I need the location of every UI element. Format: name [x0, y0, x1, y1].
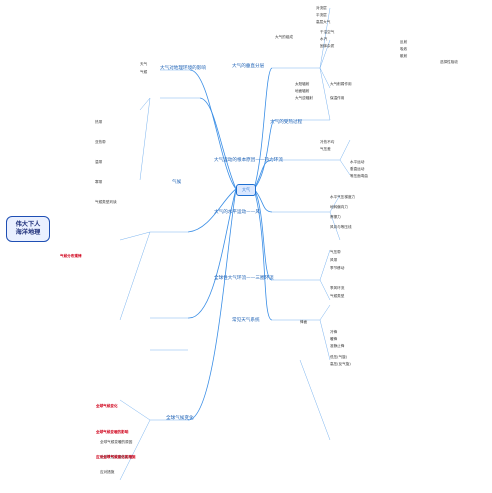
item-climate-types: 气候类型 — [330, 294, 345, 298]
item-pressure-diff: 气压差 — [320, 147, 331, 151]
callout-line-1: 伟大下人 — [15, 221, 41, 228]
item-water-vapor: 水汽 — [320, 37, 328, 41]
item-composition: 大气的组成 — [275, 35, 293, 39]
item-reflection: 反射 — [400, 40, 408, 44]
branch-vertical-layers[interactable]: 大气的垂直分层 — [232, 64, 265, 69]
item-solid-impurities: 固体杂质 — [320, 44, 335, 48]
item-front: 锋面 — [300, 320, 308, 324]
item-selective-absorption: 选择性吸收 — [440, 60, 458, 64]
item-stationary-front: 准静止锋 — [330, 344, 345, 348]
item-insulation: 保温作用 — [330, 96, 345, 100]
red-note-1: 气候分布规律 — [60, 254, 82, 258]
item-measures: 应对措施 — [100, 470, 115, 474]
red-note-3: 全球气候变暖的影响 — [96, 430, 129, 434]
item-warm-front: 暖锋 — [330, 337, 338, 341]
item-climate: 气候 — [140, 70, 148, 74]
item-cyclone: 低压(气旋) — [330, 355, 348, 359]
item-wind-belts: 风带 — [330, 258, 338, 262]
item-ground-radiation: 地面辐射 — [295, 89, 310, 93]
item-isobaric-surface: 等压面弯曲 — [350, 174, 368, 178]
branch-climate-change[interactable]: 全球气候变化 — [166, 416, 194, 421]
branch-global-circulation[interactable]: 全球性大气环流——三圈环流 — [214, 276, 274, 281]
branch-environment-impact[interactable]: 大气对地理环境的影响 — [160, 66, 206, 71]
item-wind-direction: 风向与等压线 — [330, 225, 352, 229]
item-warming-causes: 全球气候变暖的原因 — [100, 440, 133, 444]
callout-box: 伟大下人 海洋地理 — [6, 216, 50, 242]
item-pressure-gradient: 水平气压梯度力 — [330, 195, 356, 199]
item-counter-radiation: 大气逆辐射 — [295, 96, 313, 100]
item-anticyclone: 高压(反气旋) — [330, 362, 351, 366]
item-vertical-motion: 垂直运动 — [350, 167, 365, 171]
item-horizontal-motion: 水平运动 — [350, 160, 365, 164]
item-seasonal-shift: 季节移动 — [330, 266, 345, 270]
branch-weather-systems[interactable]: 常见天气系统 — [232, 318, 260, 323]
item-friction: 摩擦力 — [330, 215, 341, 219]
branch-wind[interactable]: 大气的水平运动——风 — [214, 210, 260, 215]
item-stratosphere: 平流层 — [316, 13, 327, 17]
center-node[interactable]: 大气 — [236, 184, 256, 196]
red-note-2: 全球气候变化 — [96, 404, 118, 408]
item-monsoon: 季风环流 — [330, 286, 345, 290]
item-warming-effects: 全球气候变暖的影响 — [100, 455, 133, 459]
item-frigid: 寒带 — [95, 180, 103, 184]
branch-climate[interactable]: 气候 — [172, 180, 182, 185]
item-weakening: 大气削弱作用 — [330, 82, 352, 86]
item-uneven-heating: 冷热不均 — [320, 140, 335, 144]
item-solar-radiation: 太阳辐射 — [295, 82, 310, 86]
item-pressure-belts: 气压带 — [330, 250, 341, 254]
item-cold-front: 冷锋 — [330, 330, 338, 334]
branch-heating-process[interactable]: 大气的受热过程 — [270, 120, 303, 125]
item-subtropical: 亚热带 — [95, 140, 106, 144]
item-temperate: 温带 — [95, 160, 103, 164]
item-weather: 天气 — [140, 62, 148, 66]
item-coriolis: 地转偏向力 — [330, 205, 348, 209]
item-scattering: 散射 — [400, 54, 408, 58]
item-climate-reading: 气候类型判读 — [95, 200, 117, 204]
item-absorption: 吸收 — [400, 47, 408, 51]
callout-line-2: 海洋地理 — [15, 229, 41, 236]
red-note-4: 应对全球气候变化的措施 — [96, 455, 136, 459]
item-dry-air: 干洁空气 — [320, 30, 335, 34]
item-troposphere: 对流层 — [316, 6, 327, 10]
item-upper-atmosphere: 高层大气 — [316, 20, 331, 24]
item-tropical: 热带 — [95, 120, 103, 124]
branch-thermal-circulation[interactable]: 大气运动的根本原因——热力环流 — [214, 158, 283, 163]
